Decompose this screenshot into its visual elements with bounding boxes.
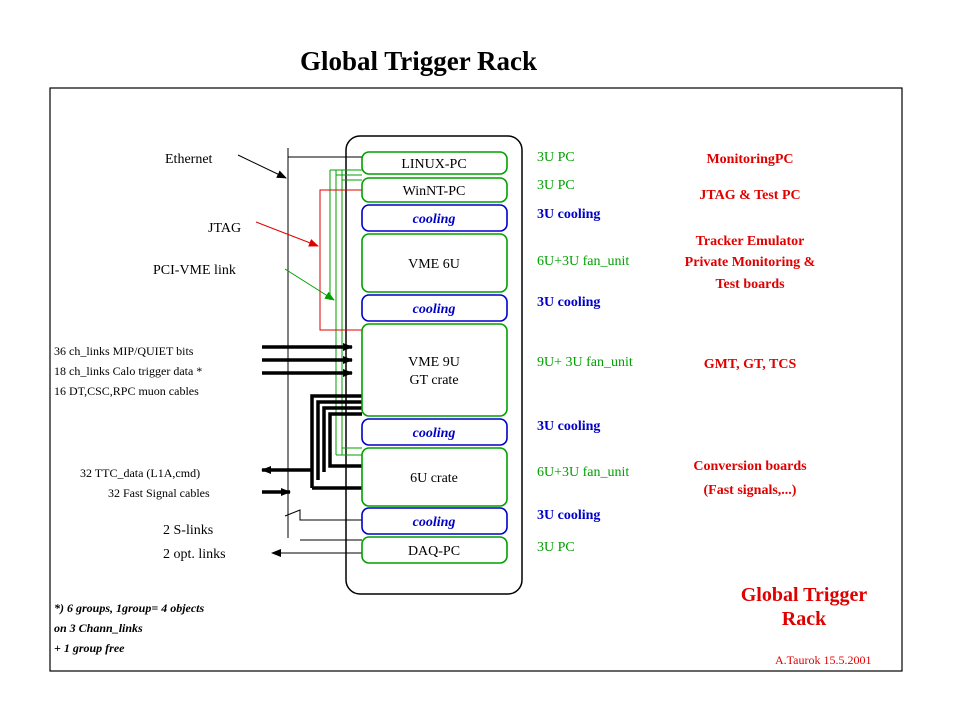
module-sizes: 3U PC 3U PC 3U cooling 6U+3U fan_unit 3U coo… — [537, 150, 633, 555]
function-tracker-1: Tracker Emulator — [696, 234, 805, 249]
rack-module-crate — [361, 447, 508, 507]
module-size-label: 3U cooling — [537, 419, 600, 434]
module-size-label: 6U+3U fan_unit — [537, 254, 629, 269]
function-tracker-2: Private Monitoring & — [685, 255, 816, 270]
s-links-label: 2 S-links — [163, 523, 213, 538]
function-conversion-2: (Fast signals,...) — [704, 483, 797, 498]
rack-module-label: VME 6U — [408, 257, 460, 272]
rack-module-label: WinNT-PC — [403, 184, 466, 199]
ethernet-label: Ethernet — [165, 152, 213, 167]
function-tracker-3: Test boards — [715, 277, 785, 292]
rack-module-cooling — [361, 507, 508, 535]
rack-cabinet — [345, 135, 523, 595]
function-jtag-test: JTAG & Test PC — [699, 188, 800, 203]
module-size-label: 6U+3U fan_unit — [537, 465, 629, 480]
daq-links — [271, 509, 362, 557]
opt-links-label: 2 opt. links — [163, 547, 226, 562]
function-gmt: GMT, GT, TCS — [704, 357, 797, 372]
rack-module-cooling — [361, 418, 508, 446]
rack-module-pc — [361, 536, 508, 564]
footnote-line-3: + 1 group free — [54, 641, 125, 655]
rack-module-label: cooling — [413, 515, 456, 530]
input-label-2: 18 ch_links Calo trigger data * — [54, 364, 202, 378]
module-size-label: 3U cooling — [537, 295, 600, 310]
rack-module-cooling — [361, 204, 508, 232]
rack-module-label: DAQ-PC — [408, 544, 460, 559]
input-label-3: 16 DT,CSC,RPC muon cables — [54, 384, 199, 398]
ethernet-line — [287, 148, 362, 538]
module-size-label: 3U cooling — [537, 508, 600, 523]
jtag-arrow — [255, 221, 319, 247]
rack-module-label: VME 9U — [408, 355, 460, 370]
module-size-label: 3U cooling — [537, 207, 600, 222]
rack-module-crate — [361, 323, 508, 417]
outer-frame — [49, 87, 903, 672]
footnote-line-2: on 3 Chann_links — [54, 621, 143, 635]
function-conversion-1: Conversion boards — [693, 459, 807, 474]
module-size-label: 3U PC — [537, 178, 575, 193]
rack-module-pc — [361, 151, 508, 175]
module-size-label: 3U PC — [537, 150, 575, 165]
fast-signal-label: 32 Fast Signal cables — [108, 486, 210, 500]
ttc-data-label: 32 TTC_data (L1A,cmd) — [80, 466, 200, 480]
rack-module-label: LINUX-PC — [401, 157, 466, 172]
input-label-1: 36 ch_links MIP/QUIET bits — [54, 344, 194, 358]
jtag-label: JTAG — [208, 221, 241, 236]
input-bus — [261, 343, 378, 496]
author-credit: A.Taurok 15.5.2001 — [775, 653, 871, 667]
stamp-title-line-1: Global Trigger — [741, 584, 868, 606]
module-size-label: 3U PC — [537, 540, 575, 555]
pci-vme-arrow — [284, 268, 335, 301]
page-title: Global Trigger Rack — [300, 46, 538, 76]
rack-module-label-2: GT crate — [409, 373, 458, 388]
rack-module-cooling — [361, 294, 508, 322]
rack-module-pc — [361, 177, 508, 203]
stamp-title-line-2: Rack — [782, 608, 827, 630]
module-size-label: 9U+ 3U fan_unit — [537, 355, 633, 370]
function-monitoring: MonitoringPC — [706, 152, 793, 167]
rack-module-label: cooling — [413, 302, 456, 317]
pci-vme-link-label: PCI-VME link — [153, 263, 236, 278]
rack-module-label: cooling — [413, 212, 456, 227]
ethernet-arrow — [237, 154, 287, 179]
rack-module-label: 6U crate — [410, 471, 458, 486]
jtag-red-line — [319, 189, 362, 331]
rack-module-crate — [361, 233, 508, 293]
footnote-line-1: *) 6 groups, 1group= 4 objects — [54, 601, 205, 615]
rack-module-label: cooling — [413, 426, 456, 441]
